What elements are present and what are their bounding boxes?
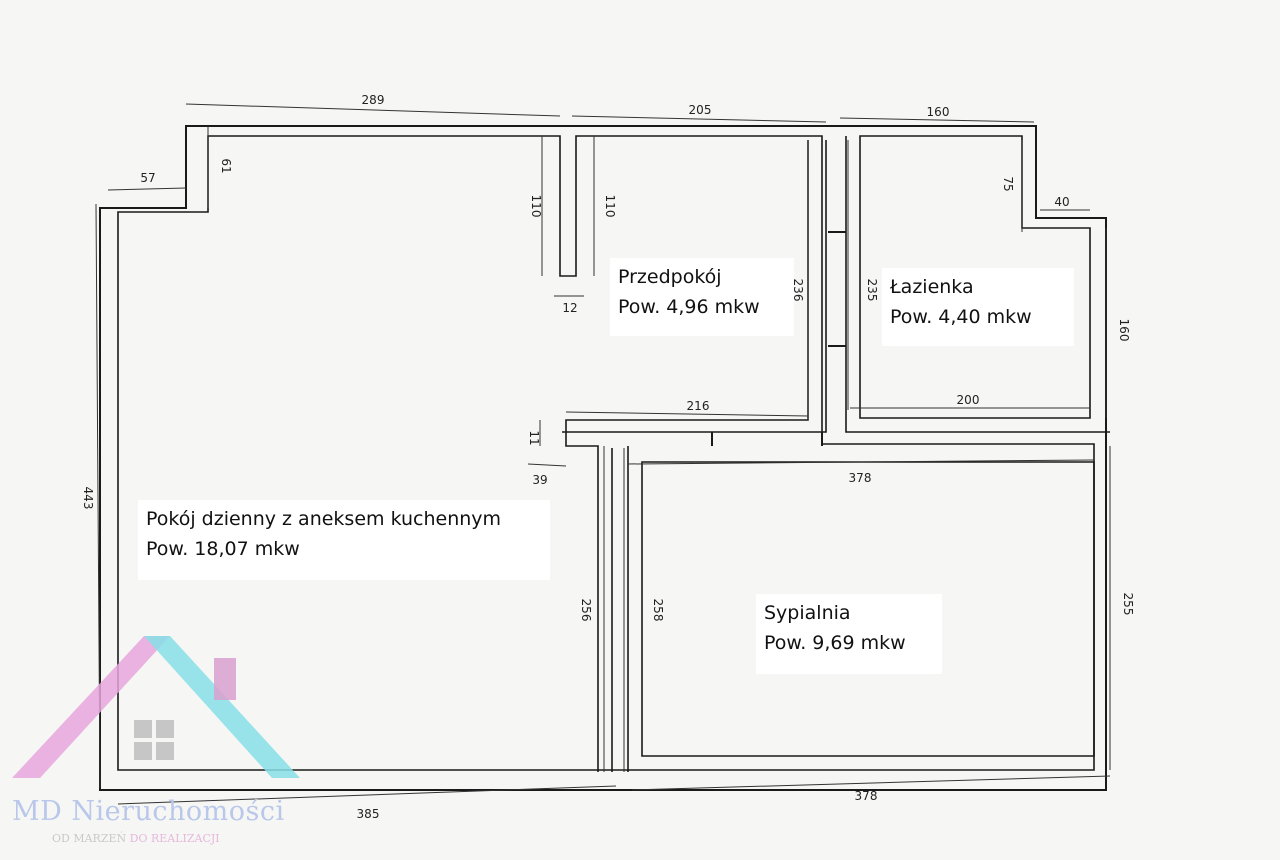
room-name: Przedpokój [618, 266, 722, 288]
dim-stub-left: 110 [529, 195, 543, 218]
room-label-lazienka: Łazienka Pow. 4,40 mkw [882, 268, 1074, 346]
dim-wall-thickness: 11 [527, 430, 541, 445]
logo-chimney [214, 658, 236, 700]
logo-roof-left [12, 636, 170, 778]
room-area: Pow. 4,40 mkw [890, 306, 1032, 328]
logo-window-pane [134, 720, 152, 738]
room-name: Łazienka [890, 276, 974, 298]
logo-window-pane [156, 720, 174, 738]
dim-bath-notch-width: 40 [1054, 195, 1069, 209]
dim-bath-notch-height: 75 [1001, 176, 1015, 191]
dim-right-lower: 255 [1121, 593, 1135, 616]
dim-right-upper: 160 [1117, 319, 1131, 342]
logo-name: MD Nieruchomości [12, 796, 285, 827]
dimension-labels: 289 205 160 57 61 110 110 12 236 235 75 … [81, 93, 1135, 821]
room-name: Sypialnia [764, 602, 851, 624]
room-label-przedpokoj: Przedpokój Pow. 4,96 mkw [610, 258, 794, 336]
room-name: Pokój dzienny z aneksem kuchennym [146, 508, 502, 530]
dim-living-wall: 256 [579, 599, 593, 622]
room-label-pokoj-dzienny: Pokój dzienny z aneksem kuchennym Pow. 1… [138, 500, 550, 580]
logo-tagline-part1: OD MARZEŃ [52, 832, 127, 845]
dim-step-width: 57 [140, 171, 155, 185]
dim-hall-wall: 236 [791, 279, 805, 302]
logo-window-pane [156, 742, 174, 760]
dim-bottom-right: 378 [855, 789, 878, 803]
dim-top-middle: 205 [689, 103, 712, 117]
dim-stub-right: 110 [603, 195, 617, 218]
dim-wall-offset: 39 [532, 473, 547, 487]
logo-tagline: OD MARZEŃ DO REALIZACJI [52, 832, 220, 845]
dim-stub-thickness: 12 [562, 301, 577, 315]
logo-window-pane [134, 742, 152, 760]
room-area: Pow. 9,69 mkw [764, 632, 906, 654]
dimension-lines [95, 103, 1111, 805]
dim-left-height: 443 [81, 487, 95, 510]
dim-top-left: 289 [362, 93, 385, 107]
dim-bedroom-top: 378 [849, 471, 872, 485]
dim-bedroom-wall: 258 [651, 599, 665, 622]
dim-top-right: 160 [927, 105, 950, 119]
dim-step-height: 61 [219, 158, 233, 173]
logo-tagline-part2: DO REALIZACJI [129, 832, 220, 845]
dim-bath-wall: 235 [865, 279, 879, 302]
logo-house-icon [12, 636, 300, 778]
room-area: Pow. 4,96 mkw [618, 296, 760, 318]
room-area: Pow. 18,07 mkw [146, 538, 300, 560]
dim-hall-bottom: 216 [687, 399, 710, 413]
dim-bath-bottom: 200 [957, 393, 980, 407]
logo-roof-right [144, 636, 300, 778]
room-label-sypialnia: Sypialnia Pow. 9,69 mkw [756, 594, 942, 674]
dim-bottom-left: 385 [357, 807, 380, 821]
